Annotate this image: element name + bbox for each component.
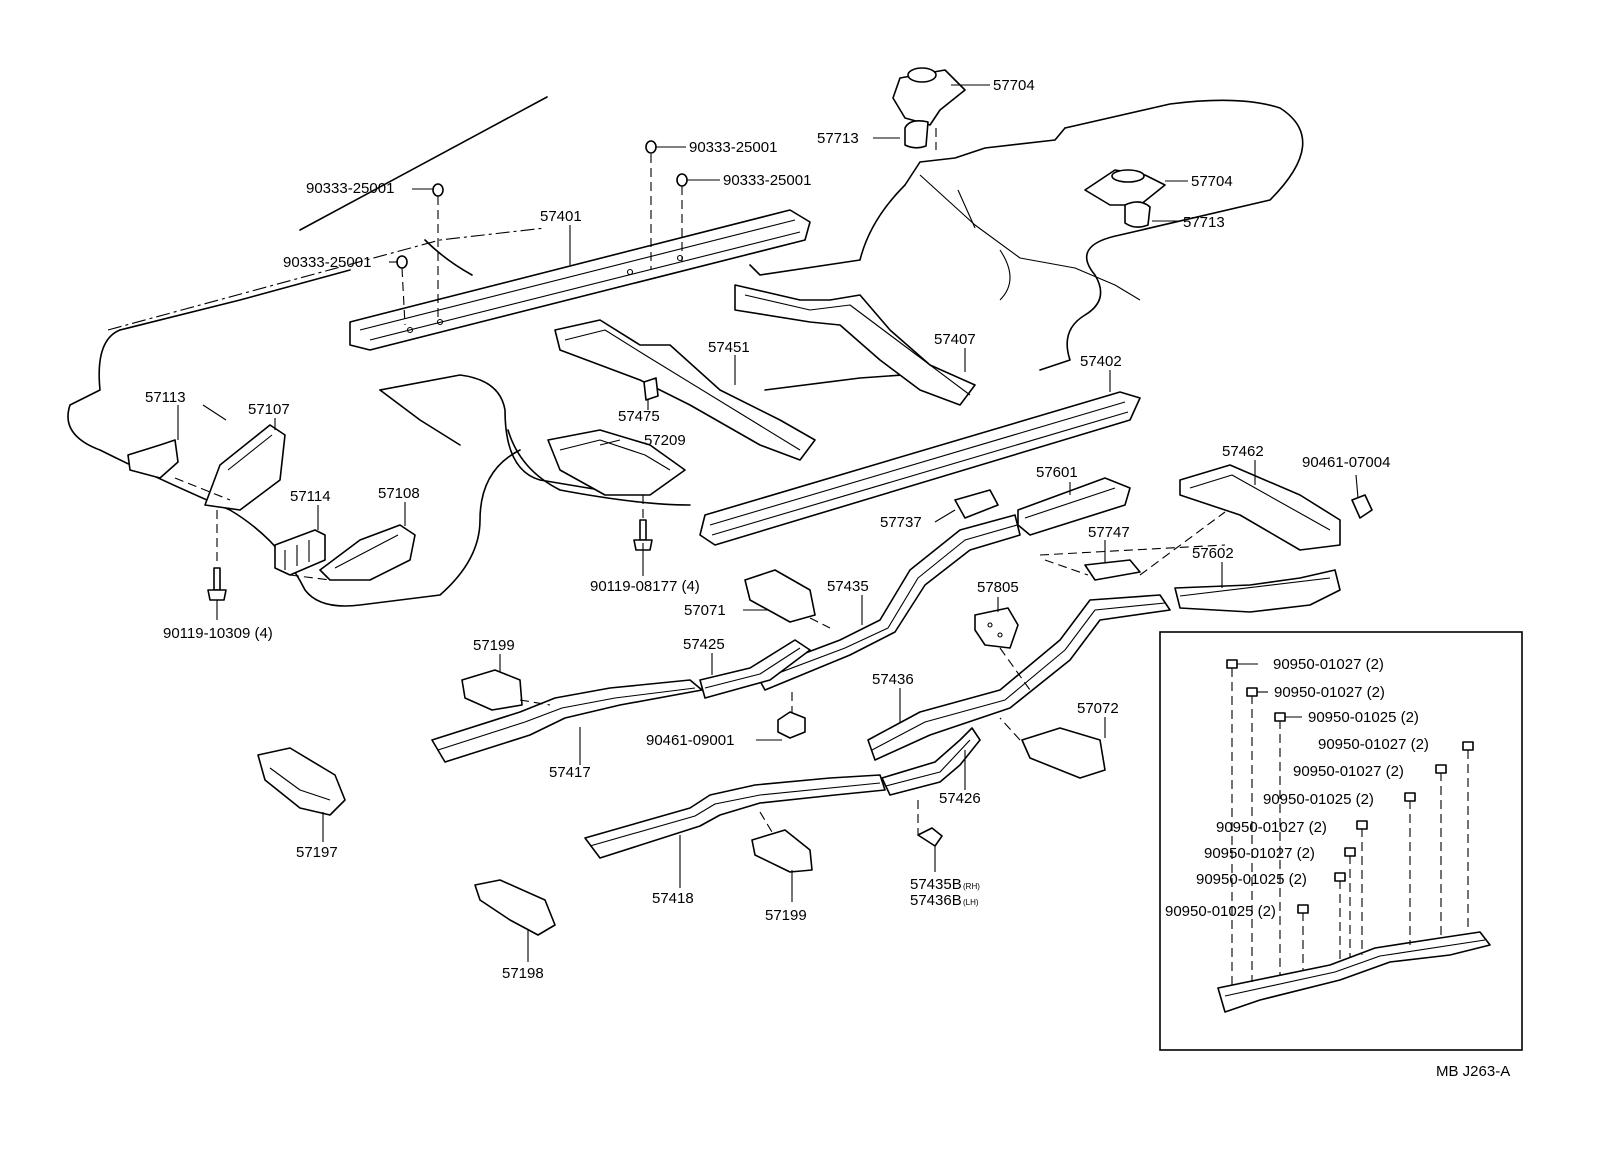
label-57436b-suffix: (LH) [963,898,979,907]
part-57407-crossmember [734,284,976,406]
inset-label: 90950-01027 (2) [1204,845,1315,862]
inset-label: 90950-01027 (2) [1216,819,1327,836]
part-57704-lower [1084,169,1166,228]
label-57209: 57209 [644,432,686,449]
label-90119-08177: 90119-08177 (4) [590,578,700,595]
part-57747 [1084,559,1141,581]
inset-label: 90950-01025 (2) [1263,791,1374,808]
label-57401: 57401 [540,208,582,225]
label-57602: 57602 [1192,545,1234,562]
label-57417: 57417 [549,764,591,781]
label-57114: 57114 [290,488,331,505]
dashed-lines [174,128,1226,835]
label-57713-lower: 57713 [1183,214,1225,231]
clip-90461-07004 [1351,494,1373,519]
label-57436b: 57436B [910,892,962,909]
bolt-90119-10309 [207,567,227,601]
part-57602 [1174,569,1341,613]
part-57114 [274,529,326,576]
label-90333-c: 90333-25001 [306,180,394,197]
label-57462: 57462 [1222,443,1264,460]
part-57435b-57436b-bracket [917,827,943,847]
label-90333-d: 90333-25001 [283,254,371,271]
label-57713-upper: 57713 [817,130,859,147]
part-57436-rail [867,594,1171,761]
floor-pan-outline [67,96,1304,607]
label-57418: 57418 [652,890,694,907]
clip-90461-09001 [777,711,806,739]
inset-label: 90950-01027 (2) [1318,736,1429,753]
part-57462 [1179,464,1341,551]
part-57805 [974,607,1019,649]
part-57704-upper [892,67,966,149]
part-57418-rail [584,774,886,859]
label-57197: 57197 [296,844,338,861]
inset-label: 90950-01027 (2) [1293,763,1404,780]
label-57108: 57108 [378,485,420,502]
label-57436: 57436 [872,671,914,688]
label-57737: 57737 [880,514,922,531]
label-90333-b: 90333-25001 [723,172,811,189]
part-57451-crossmember [554,319,816,461]
part-57198 [474,879,556,936]
part-57737 [954,489,999,519]
part-57417-rail [431,679,703,763]
label-57113: 57113 [145,389,186,406]
part-57435-rail [754,514,1021,691]
label-57425: 57425 [683,636,725,653]
part-57072 [1021,727,1106,779]
label-57435: 57435 [827,578,869,595]
part-57402-side-member [699,391,1141,546]
label-57107: 57107 [248,401,290,418]
part-57199-lower [751,829,813,873]
label-90461-07004: 90461-07004 [1302,454,1390,471]
inset-label: 90950-01027 (2) [1273,656,1384,673]
label-57402: 57402 [1080,353,1122,370]
label-57072: 57072 [1077,700,1119,717]
inset-label: 90950-01025 (2) [1308,709,1419,726]
inset-labels: 90950-01027 (2) 90950-01027 (2) 90950-01… [1165,656,1429,920]
label-57747: 57747 [1088,524,1130,541]
label-57426: 57426 [939,790,981,807]
inset-label: 90950-01025 (2) [1165,903,1276,920]
label-57435b: 57435B [910,876,962,893]
label-57451: 57451 [708,339,750,356]
part-57107 [204,424,286,511]
label-57435b-suffix: (RH) [963,882,980,891]
label-90333-a: 90333-25001 [689,139,777,156]
label-57805: 57805 [977,579,1019,596]
label-57198: 57198 [502,965,544,982]
part-57426 [881,727,981,796]
inset-panel [1159,631,1523,1051]
label-57475: 57475 [618,408,660,425]
part-57209 [547,429,686,496]
figure-code: MB J263-A [1436,1063,1510,1080]
label-90461-09001: 90461-09001 [646,732,734,749]
part-57475 [643,377,659,401]
label-90119-10309: 90119-10309 (4) [163,625,273,642]
label-57407: 57407 [934,331,976,348]
label-57704-upper: 57704 [993,77,1035,94]
label-57199-lower: 57199 [765,907,807,924]
inset-label: 90950-01027 (2) [1274,684,1385,701]
part-57425 [699,639,811,699]
part-57071 [744,569,816,623]
part-57113 [127,439,179,479]
part-57199-upper [461,669,523,711]
part-labels: 57704 57713 57704 57713 90333-25001 9033… [145,77,1390,982]
leader-lines [177,84,1359,962]
inset-label: 90950-01025 (2) [1196,871,1307,888]
label-57704-lower: 57704 [1191,173,1233,190]
part-57197 [257,747,346,816]
label-57199-upper: 57199 [473,637,515,654]
label-57071: 57071 [684,602,726,619]
part-57108 [319,524,416,581]
label-57601: 57601 [1036,464,1078,481]
